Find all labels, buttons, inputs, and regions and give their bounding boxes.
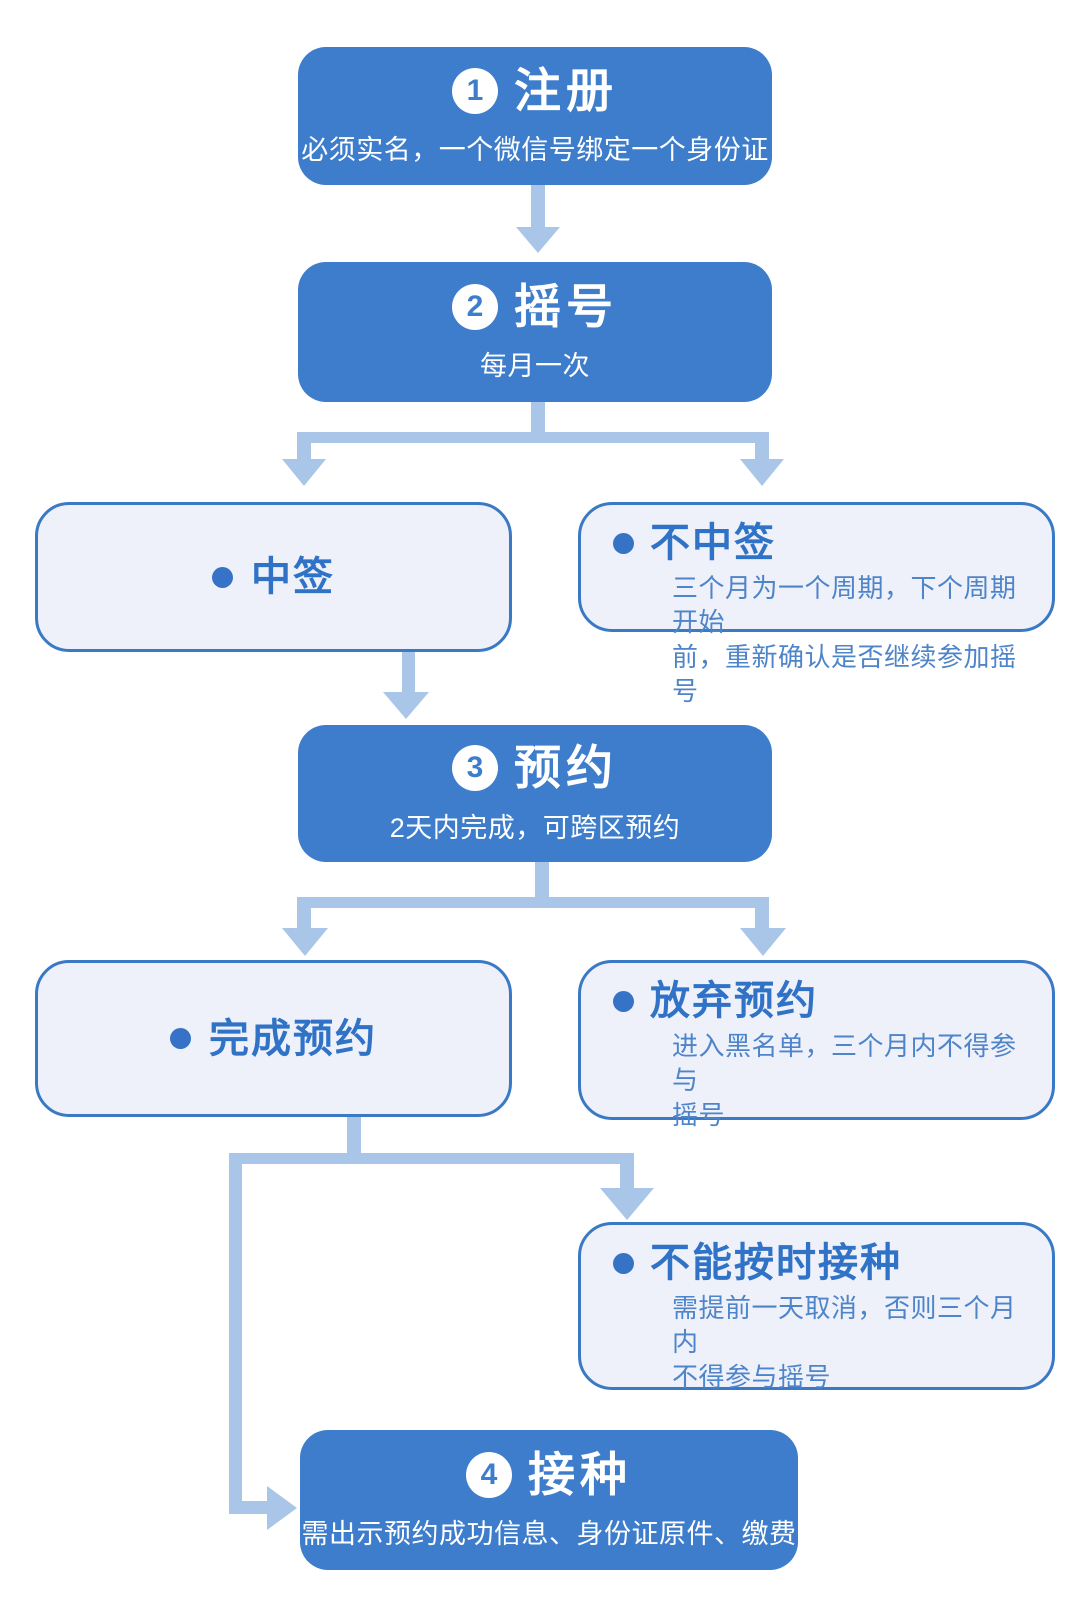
outcome-box-missed: 不能按时接种 需提前一天取消，否则三个月内 不得参与摇号	[578, 1222, 1055, 1392]
outcome-lose-title-row: 不中签	[613, 521, 1028, 565]
step-booking-title-row: 3 预约	[452, 742, 618, 794]
arrow-right-icon	[267, 1486, 297, 1530]
connector-line	[755, 908, 769, 930]
connector-line	[535, 862, 549, 903]
outcome-abandon-body: 进入黑名单，三个月内不得参与 摇号	[672, 1031, 1017, 1130]
connector-line	[347, 1117, 361, 1164]
step-lottery-title: 摇号	[514, 279, 618, 333]
arrow-down-icon	[600, 1188, 654, 1220]
outcome-missed-title-row: 不能按时接种	[613, 1241, 1028, 1285]
connector-line	[297, 432, 769, 443]
outcome-box-abandon: 放弃预约 进入黑名单，三个月内不得参与 摇号	[578, 960, 1055, 1130]
arrow-down-icon	[740, 928, 786, 956]
step-register-subtitle: 必须实名，一个微信号绑定一个身份证	[301, 135, 769, 166]
step-register-title-row: 1 注册	[452, 63, 618, 117]
bullet-dot-icon	[170, 1028, 191, 1049]
connector-line	[229, 1153, 634, 1164]
step-vaccinate-title: 接种	[528, 1447, 632, 1501]
arrow-down-icon	[740, 459, 784, 486]
connector-line	[402, 652, 415, 694]
step-box-vaccinate: 4 接种 需出示预约成功信息、身份证原件、缴费	[300, 1430, 798, 1570]
arrow-down-icon	[282, 459, 326, 486]
bullet-dot-icon	[613, 990, 634, 1012]
step-4-badge-icon: 4	[466, 1451, 512, 1498]
connector-line	[620, 1164, 634, 1190]
outcome-abandon-title-row: 放弃预约	[613, 979, 1028, 1023]
arrow-down-icon	[282, 928, 328, 956]
outcome-box-win: 中签	[35, 502, 512, 652]
outcome-abandon-title: 放弃预约	[650, 979, 818, 1023]
outcome-win-title: 中签	[251, 555, 335, 599]
bullet-dot-icon	[613, 1252, 634, 1274]
outcome-complete-title: 完成预约	[209, 1016, 377, 1061]
connector-line	[297, 908, 311, 930]
step-3-badge-icon: 3	[452, 745, 498, 791]
outcome-lose-title: 不中签	[650, 521, 776, 565]
step-vaccinate-subtitle: 需出示预约成功信息、身份证原件、缴费	[301, 1519, 797, 1550]
arrow-down-icon	[383, 692, 429, 719]
step-booking-subtitle: 2天内完成，可跨区预约	[389, 812, 681, 843]
step-lottery-title-row: 2 摇号	[452, 279, 618, 333]
connector-line	[755, 443, 769, 461]
outcome-box-lose: 不中签 三个月为一个周期，下个周期开始 前，重新确认是否继续参加摇号	[578, 502, 1055, 706]
outcome-missed-title: 不能按时接种	[650, 1241, 902, 1285]
connector-line	[297, 897, 769, 908]
step-2-badge-icon: 2	[452, 283, 498, 330]
bullet-dot-icon	[212, 566, 233, 588]
connector-line	[229, 1501, 269, 1514]
connector-line	[297, 443, 311, 461]
step-box-register: 1 注册 必须实名，一个微信号绑定一个身份证	[298, 47, 772, 185]
outcome-box-complete: 完成预约	[35, 960, 512, 1117]
bullet-dot-icon	[613, 532, 634, 554]
step-booking-title: 预约	[514, 741, 618, 795]
arrow-down-icon	[516, 227, 560, 253]
step-box-lottery: 2 摇号 每月一次	[298, 262, 772, 402]
step-register-title: 注册	[514, 63, 618, 117]
outcome-lose-body: 三个月为一个周期，下个周期开始 前，重新确认是否继续参加摇号	[672, 573, 1017, 706]
step-box-booking: 3 预约 2天内完成，可跨区预约	[298, 725, 772, 862]
step-1-badge-icon: 1	[452, 67, 498, 114]
connector-line	[229, 1164, 242, 1514]
connector-line	[531, 185, 545, 229]
outcome-missed-body: 需提前一天取消，否则三个月内 不得参与摇号	[672, 1293, 1017, 1392]
step-lottery-subtitle: 每月一次	[480, 351, 590, 382]
step-vaccinate-title-row: 4 接种	[466, 1447, 632, 1501]
